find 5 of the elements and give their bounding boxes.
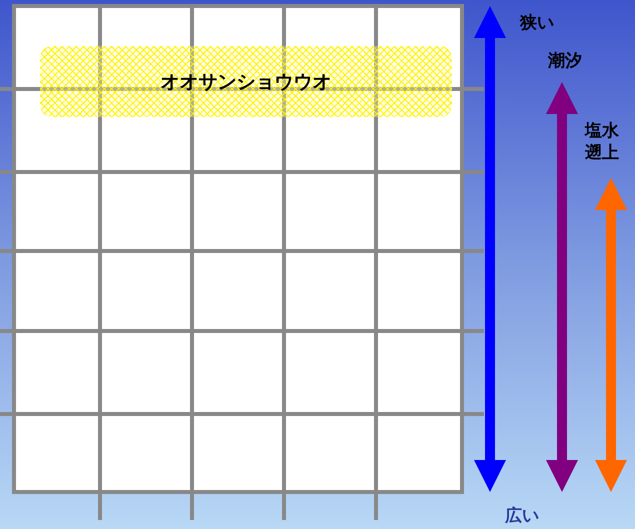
arrow-label: 潮汐: [548, 50, 583, 72]
scale-end-label: 狭い: [520, 12, 555, 34]
scale-end-label: 広い: [505, 505, 540, 527]
highlight-band: [40, 46, 452, 117]
arrow-label: 塩水遡上: [585, 120, 620, 164]
